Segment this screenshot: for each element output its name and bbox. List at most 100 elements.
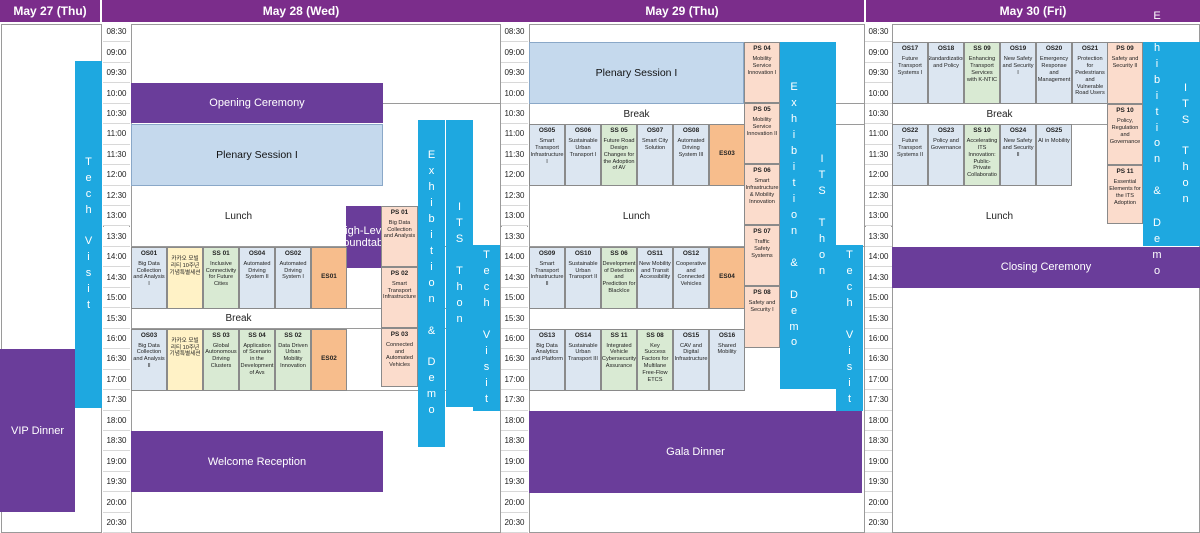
time-slot: 10:30: [501, 103, 528, 125]
time-slot: 14:30: [501, 267, 528, 288]
session-code: SS 05: [610, 127, 628, 135]
time-slot: 10:30: [865, 103, 892, 125]
session-cell[interactable]: ES02: [311, 328, 347, 391]
sidebar-letter: i: [1155, 57, 1159, 70]
time-slot: 11:00: [865, 124, 892, 145]
sidebar-letter: i: [430, 197, 433, 210]
sidebar-letter: i: [87, 251, 90, 264]
sidebar-letter: m: [1152, 249, 1162, 262]
sidebar-letter: i: [1155, 121, 1159, 134]
session-title: Sustainable Urban Transport II: [568, 260, 598, 281]
sidebar-letter: E: [790, 81, 798, 94]
session-cell[interactable]: ES04: [709, 246, 745, 309]
sidebar-letter: &: [427, 324, 436, 337]
session-code: OS07: [646, 127, 664, 135]
time-slot: 17:30: [501, 390, 528, 411]
session-title: Protection for Pedestrians and Vulnerabl…: [1075, 56, 1105, 97]
time-slot: 16:30: [103, 349, 130, 370]
session-title: Mobility Service Innovation II: [746, 117, 778, 137]
sidebar-letter: e: [85, 171, 92, 184]
time-slot: 19:30: [865, 471, 892, 493]
sidebar-letter: o: [790, 208, 798, 221]
session-cell[interactable]: 카카오 모빌리티 10주년 기념특별세션: [167, 246, 203, 309]
time-slot: 17:30: [865, 390, 892, 411]
time-slot: 13:30: [501, 226, 528, 247]
session-cell[interactable]: 카카오 모빌리티 10주년 기념특별세션: [167, 328, 203, 391]
session-code: PS 08: [753, 289, 771, 297]
session-code: SS 10: [973, 127, 991, 135]
session-title: CAV and Digital Infrastructure: [674, 342, 708, 363]
sidebar-letter: e: [790, 304, 798, 317]
sidebar-letter: i: [485, 376, 488, 389]
session-cell[interactable]: ES03: [709, 124, 745, 187]
session-title: Automated Driving System I: [279, 260, 307, 281]
time-slot: 13:30: [865, 226, 892, 247]
sidebar-letter: h: [846, 297, 853, 310]
session-cell[interactable]: ES01: [311, 246, 347, 309]
session-title: Mobility Service Innovation I: [747, 56, 777, 76]
time-slot: 15:00: [501, 287, 528, 309]
time-slot: 15:30: [103, 308, 130, 329]
sidebar-letter: [430, 308, 433, 324]
session-code: OS24: [1009, 127, 1027, 135]
sidebar-letter: t: [484, 392, 489, 405]
sidebar-letter: m: [426, 388, 437, 401]
sidebar-letter: [1184, 129, 1187, 145]
